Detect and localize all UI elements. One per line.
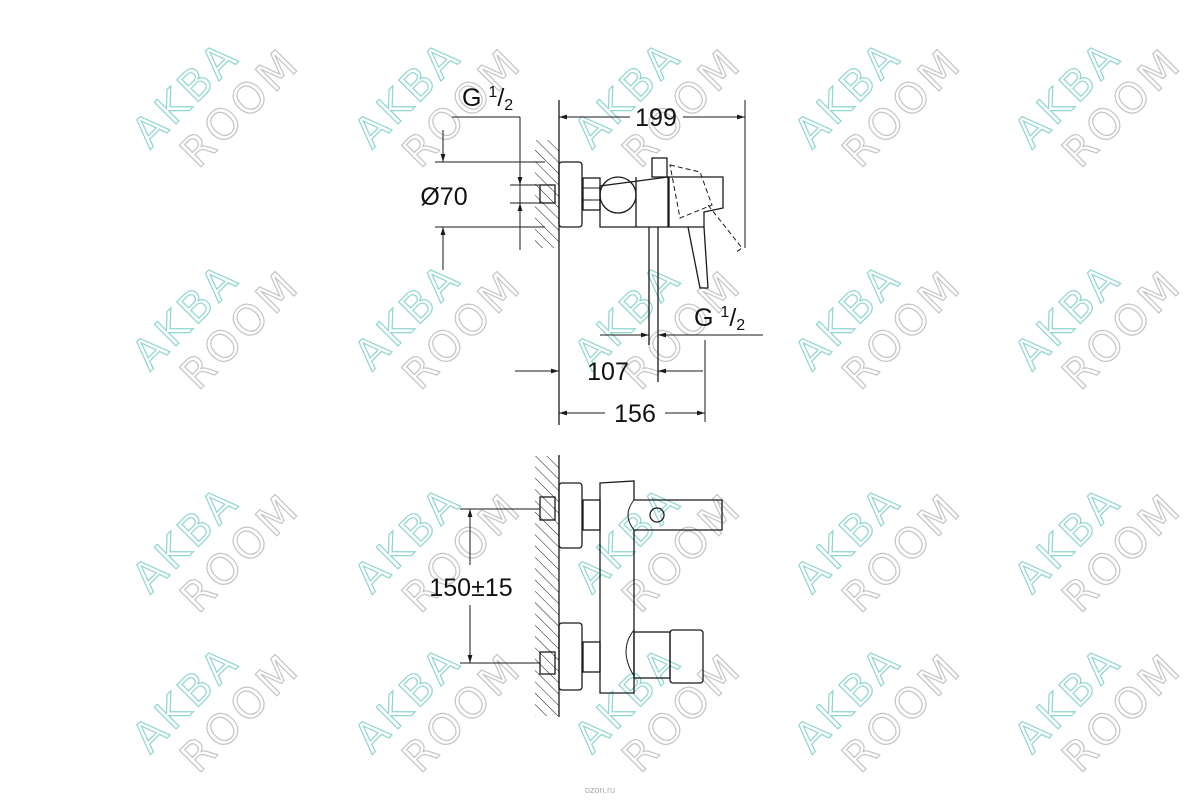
- diverter-knob: [651, 157, 668, 178]
- upper-nut: [582, 499, 601, 531]
- lower-flange: [558, 622, 583, 691]
- source-label: ozon.ru: [585, 785, 615, 795]
- dim-inlet-thread: G 1/2: [462, 84, 513, 114]
- dim-156: 156: [614, 400, 656, 428]
- mixer-body: [599, 480, 723, 694]
- lever: [687, 226, 709, 289]
- nut: [582, 177, 601, 211]
- top-view: 199 G 1/2 Ø70 G 1/2 107 156: [420, 84, 763, 428]
- upper-flange: [558, 482, 583, 549]
- dim-107: 107: [587, 358, 629, 386]
- flange: [558, 161, 583, 228]
- lower-nut: [582, 641, 601, 673]
- swivel-ball: [599, 176, 637, 214]
- wall-hatch: [535, 456, 559, 716]
- dim-150-15: 150±15: [429, 574, 512, 602]
- outlet-hole: [649, 507, 665, 523]
- handle-alt-position: [669, 164, 743, 254]
- dim-199: 199: [635, 104, 677, 132]
- dim-diameter-70: Ø70: [420, 183, 467, 211]
- handle-body: [668, 176, 724, 228]
- knob: [669, 629, 704, 684]
- front-view: 150±15: [429, 455, 723, 717]
- inlet-pipe: [539, 184, 556, 204]
- dim-outlet-thread: G 1/2: [694, 304, 745, 334]
